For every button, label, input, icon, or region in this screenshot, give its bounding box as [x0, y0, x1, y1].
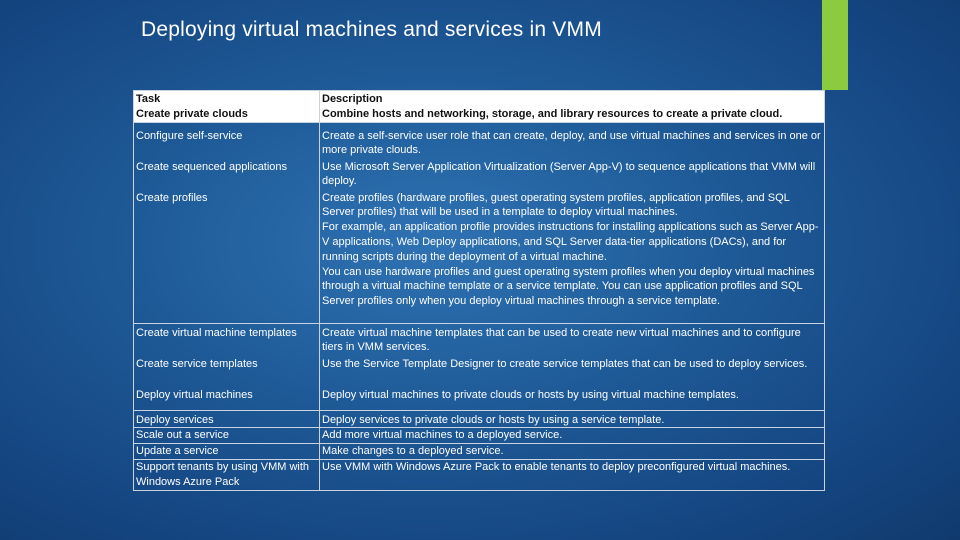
accent-bar — [822, 0, 848, 90]
desc-create-service-templates: Use the Service Template Designer to cre… — [322, 357, 808, 370]
desc-create-profiles: Create profiles (hardware profiles, gues… — [322, 191, 819, 308]
desc-create-sequenced-applications: Use Microsoft Server Application Virtual… — [322, 160, 816, 188]
task-create-sequenced-applications: Create sequenced applications — [136, 160, 288, 173]
task-update-service: Update a service — [133, 443, 320, 460]
task-create-vm-templates: Create virtual machine templates — [136, 326, 297, 339]
slide-title: Deploying virtual machines and services … — [141, 18, 602, 41]
desc-update-service: Make changes to a deployed service. — [319, 443, 825, 460]
table-row-support-tenants: Support tenants by using VMM with Window… — [133, 458, 825, 491]
task-create-private-clouds: Create private clouds — [136, 106, 317, 122]
task-configure-self-service: Configure self-service — [136, 129, 243, 142]
task-create-profiles: Create profiles — [136, 191, 208, 204]
task-cell-group-1: Configure self-service Create sequenced … — [133, 121, 320, 324]
desc-deploy-services: Deploy services to private clouds or hos… — [319, 409, 825, 429]
table-row-scale-out: Scale out a service Add more virtual mac… — [133, 427, 825, 445]
header-description-label: Description — [322, 93, 383, 105]
tasks-table: Task Create private clouds Description C… — [133, 90, 825, 491]
header-description-cell: Description Combine hosts and networking… — [319, 90, 825, 123]
desc-scale-out-service: Add more virtual machines to a deployed … — [319, 427, 825, 445]
desc-cell-group-2: Create virtual machine templates that ca… — [319, 322, 825, 411]
desc-support-tenants: Use VMM with Windows Azure Pack to enabl… — [319, 458, 825, 491]
desc-create-private-clouds: Combine hosts and networking, storage, a… — [322, 106, 822, 122]
desc-configure-self-service: Create a self-service user role that can… — [322, 129, 821, 157]
desc-cell-group-1: Create a self-service user role that can… — [319, 121, 825, 324]
table-header-row: Task Create private clouds Description C… — [133, 90, 825, 123]
task-create-service-templates: Create service templates — [136, 357, 258, 370]
header-task-cell: Task Create private clouds — [133, 90, 320, 123]
table-group-self-service: Configure self-service Create sequenced … — [133, 121, 825, 324]
task-deploy-services: Deploy services — [133, 409, 320, 429]
desc-deploy-virtual-machines: Deploy virtual machines to private cloud… — [322, 388, 739, 401]
task-deploy-virtual-machines: Deploy virtual machines — [136, 388, 253, 401]
table-row-deploy-services: Deploy services Deploy services to priva… — [133, 409, 825, 429]
header-task-label: Task — [136, 93, 161, 105]
task-support-tenants: Support tenants by using VMM with Window… — [133, 458, 320, 491]
task-scale-out-service: Scale out a service — [133, 427, 320, 445]
task-cell-group-2: Create virtual machine templates Create … — [133, 322, 320, 411]
desc-create-vm-templates: Create virtual machine templates that ca… — [322, 326, 801, 354]
table-row-update-service: Update a service Make changes to a deplo… — [133, 443, 825, 460]
table-group-templates: Create virtual machine templates Create … — [133, 322, 825, 411]
